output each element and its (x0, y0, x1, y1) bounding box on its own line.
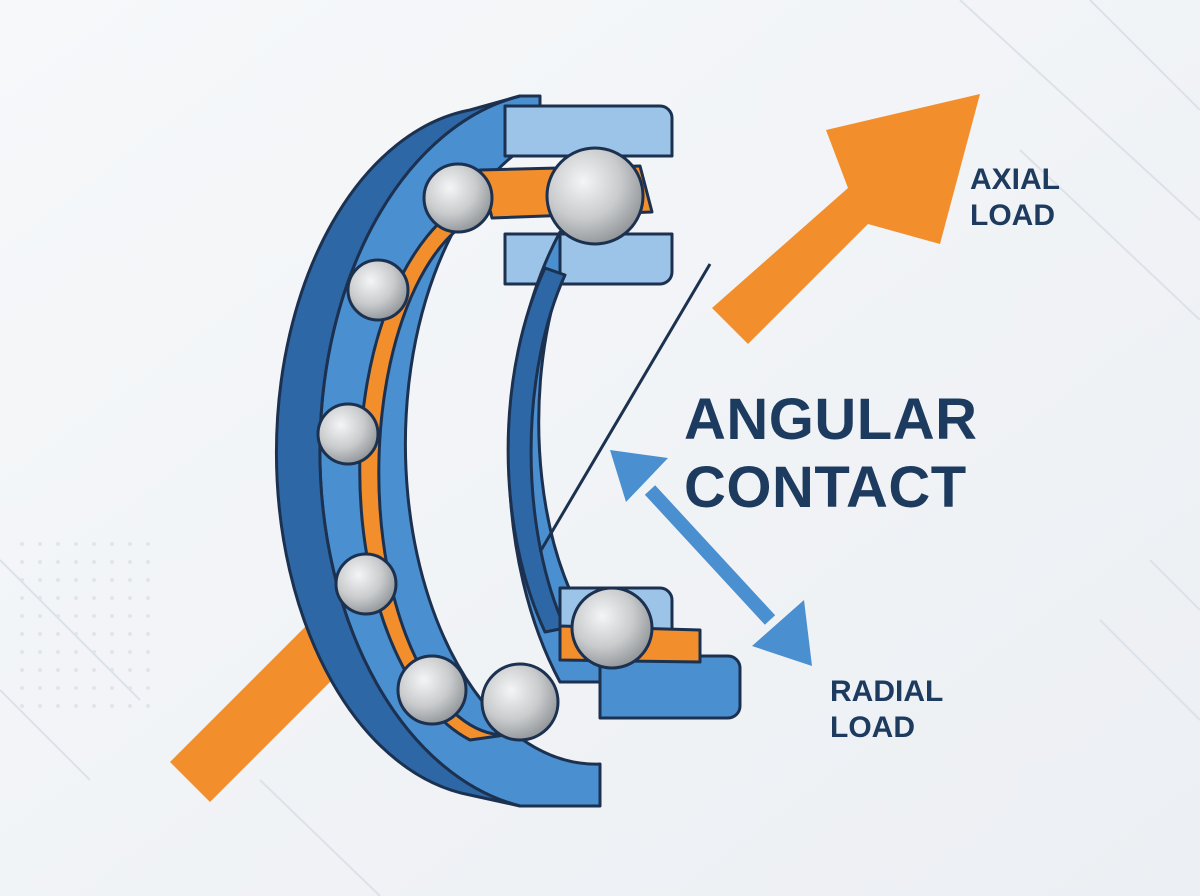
title-line-2: CONTACT (684, 455, 967, 521)
radial-load-label: RADIAL LOAD (830, 674, 943, 746)
outer-ring-top-face (503, 104, 674, 158)
ball (346, 258, 410, 322)
cage (358, 198, 507, 742)
angular-contact-title: ANGULAR CONTACT (684, 386, 977, 523)
ball (396, 654, 468, 726)
radial-arrow-head-top (610, 450, 668, 502)
angular-contact-bearing-cutaway-icon (274, 94, 742, 808)
radial-load-double-arrow-icon (610, 450, 812, 666)
axial-label-line-1: AXIAL (970, 163, 1060, 196)
ball (316, 402, 380, 466)
ball (480, 662, 560, 742)
inner-ring-bottom-face (598, 654, 742, 720)
radial-arrow-head-bottom (752, 600, 812, 666)
ball (570, 586, 654, 670)
ball (422, 162, 494, 234)
axial-label-line-2: LOAD (970, 199, 1055, 232)
ball (545, 146, 645, 246)
dot-pattern (10, 540, 160, 720)
axial-arrow-head (712, 94, 980, 344)
contact-angle-line (538, 263, 712, 553)
ball (334, 552, 398, 616)
radial-label-line-2: LOAD (830, 711, 915, 744)
title-line-1: ANGULAR (684, 387, 978, 452)
axial-load-label: AXIAL LOAD (970, 162, 1060, 234)
radial-label-line-1: RADIAL (830, 675, 944, 708)
